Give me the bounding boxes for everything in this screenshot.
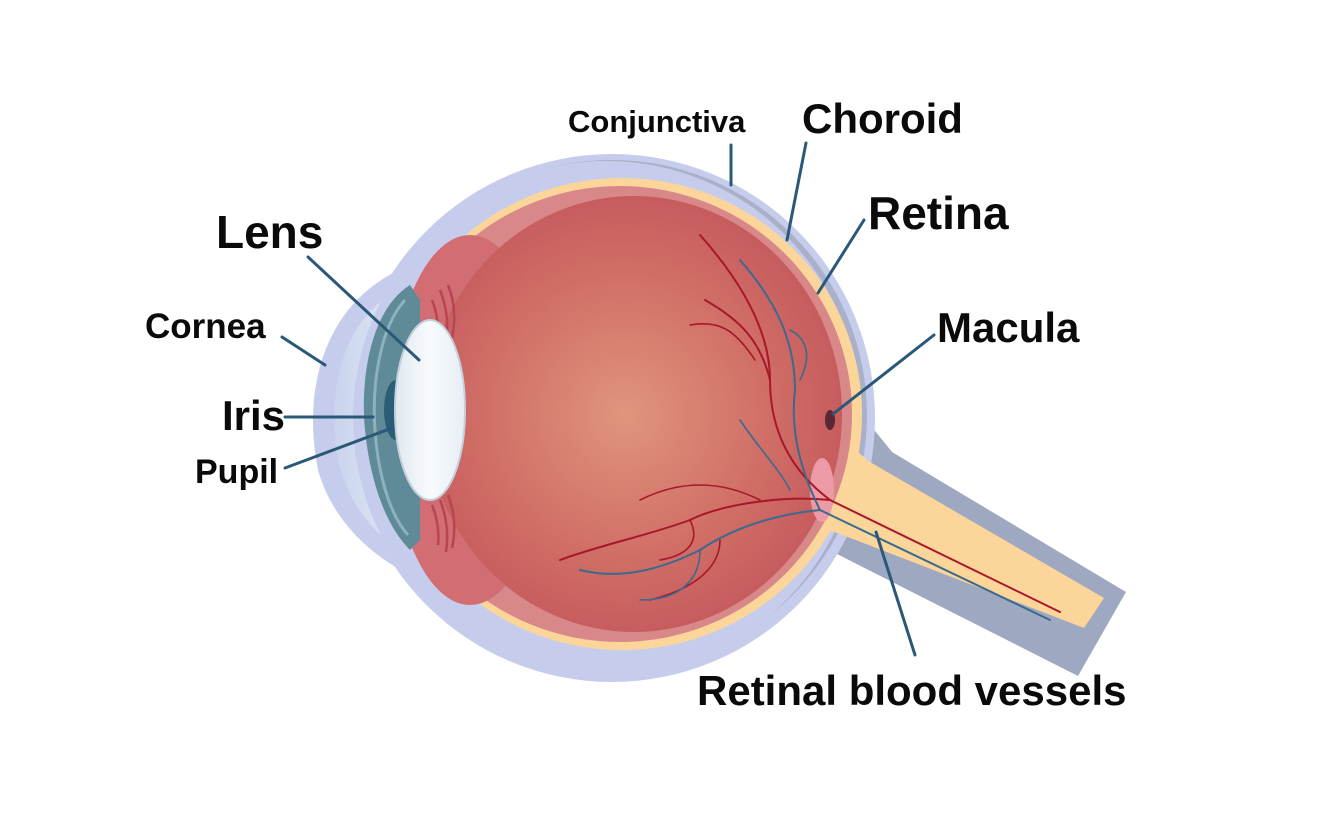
leader-lines (280, 141, 936, 657)
optic-nerve (800, 425, 1104, 628)
label-cornea: Cornea (145, 307, 266, 346)
retina-leader (816, 218, 866, 295)
label-macula: Macula (937, 304, 1080, 351)
choroid-leader (785, 141, 808, 242)
lens (394, 319, 466, 501)
cornea-leader (280, 335, 327, 367)
retinal-blood-vessels (559, 234, 1061, 621)
label-iris: Iris (222, 392, 286, 439)
label-lens: Lens (216, 206, 324, 258)
label-retinal-blood-vessels: Retinal blood vessels (697, 667, 1127, 714)
vitreous-body (426, 196, 842, 632)
label-pupil: Pupil (195, 453, 279, 491)
retinal-blood-vessels-leader (874, 530, 917, 657)
macula-leader (831, 333, 936, 416)
label-conjunctiva: Conjunctiva (568, 104, 746, 139)
label-retina: Retina (868, 187, 1009, 239)
lens-leader (306, 255, 421, 362)
pupil-leader (283, 426, 394, 470)
label-choroid: Choroid (802, 95, 963, 142)
optic-disc (810, 458, 834, 522)
